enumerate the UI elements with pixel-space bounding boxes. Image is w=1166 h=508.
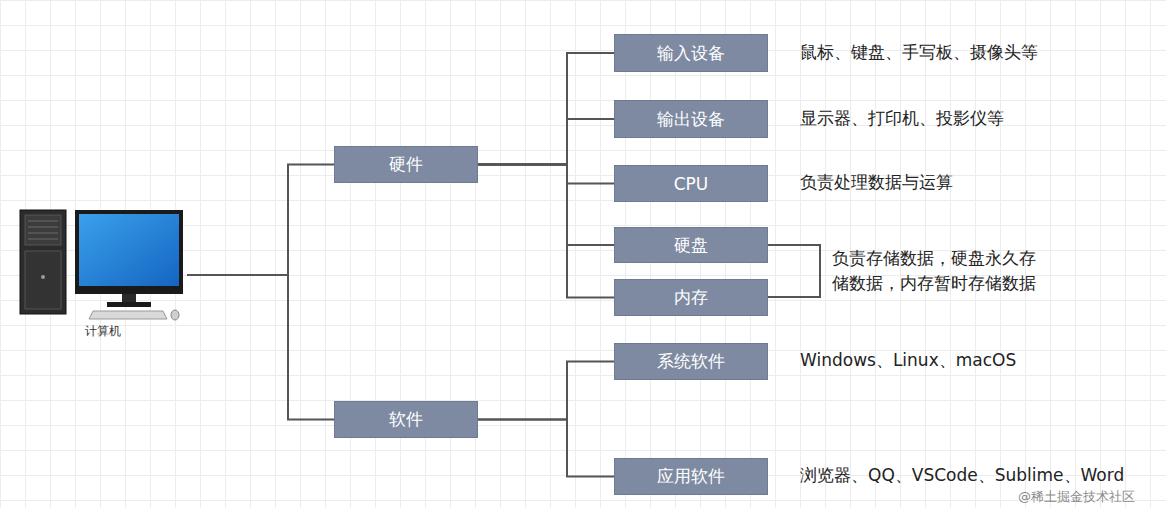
node-caption: 计算机 (85, 323, 121, 340)
category-box: 软件 (334, 401, 478, 438)
description-text: 负责存储数据，硬盘永久存储数据，内存暂时存储数据 (832, 246, 1044, 296)
watermark: @稀土掘金技术社区 (1018, 488, 1135, 506)
component-box: 应用软件 (614, 458, 768, 495)
box-label: 输出设备 (657, 108, 725, 131)
box-label: CPU (674, 174, 709, 194)
component-box: 输入设备 (614, 34, 768, 72)
category-box: 硬件 (334, 146, 478, 183)
component-box: CPU (614, 165, 768, 202)
tree-connector (478, 165, 614, 184)
computer-node: 计算机 (15, 205, 187, 345)
tree-connector (478, 420, 614, 477)
description-text: 浏览器、QQ、VSCode、Sublime、Word (800, 464, 1124, 487)
tree-connector (478, 119, 614, 165)
bracket (768, 245, 820, 297)
box-label: 硬件 (389, 153, 423, 176)
box-label: 硬盘 (674, 234, 708, 257)
tree-connector (187, 275, 334, 420)
box-label: 内存 (674, 286, 708, 309)
component-box: 系统软件 (614, 343, 768, 380)
box-label: 软件 (389, 408, 423, 431)
description-text: 显示器、打印机、投影仪等 (800, 107, 1004, 130)
box-label: 系统软件 (657, 350, 725, 373)
component-box: 输出设备 (614, 100, 768, 138)
tree-connector (478, 165, 614, 246)
description-text: 负责处理数据与运算 (800, 171, 953, 194)
description-text: 鼠标、键盘、手写板、摄像头等 (800, 41, 1038, 64)
description-text: Windows、Linux、macOS (800, 349, 1016, 372)
box-label: 应用软件 (657, 465, 725, 488)
tree-connector (187, 165, 334, 276)
tree-connector (478, 362, 614, 420)
box-label: 输入设备 (657, 42, 725, 65)
component-box: 硬盘 (614, 227, 768, 263)
tree-connector (478, 53, 614, 165)
tree-connector (478, 165, 614, 298)
component-box: 内存 (614, 279, 768, 316)
